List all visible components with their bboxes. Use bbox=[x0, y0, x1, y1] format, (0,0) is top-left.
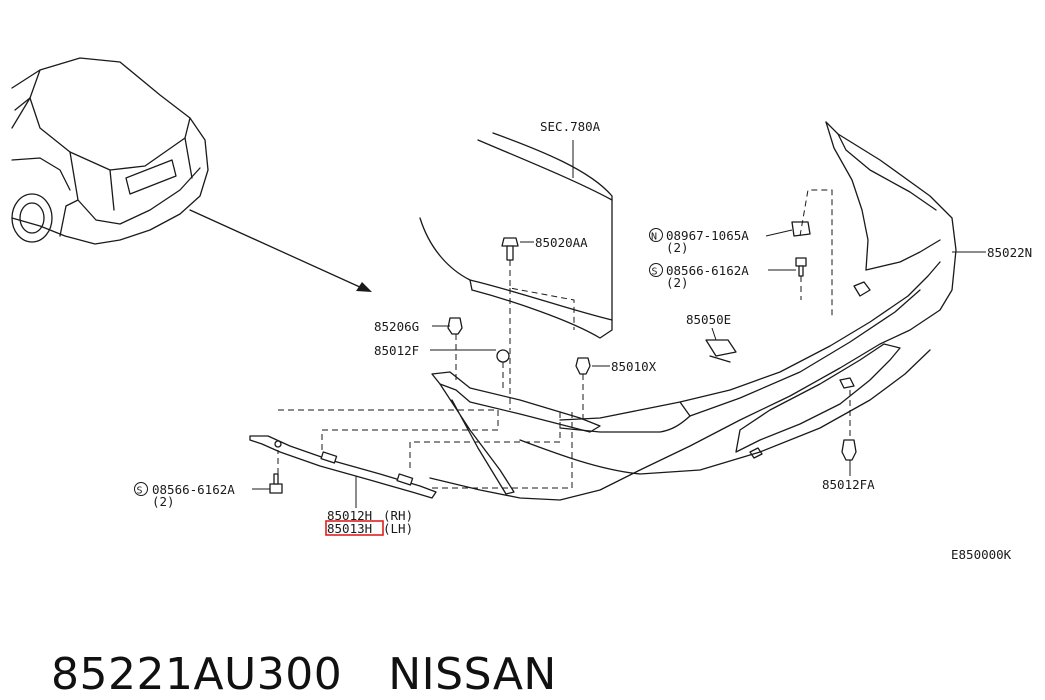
side-reinforcement bbox=[249, 435, 437, 499]
label-85050e: 85050E bbox=[686, 312, 731, 327]
car-thumbnail bbox=[11, 57, 209, 245]
s-prefix-circle-left bbox=[134, 482, 148, 496]
label-85206g: 85206G bbox=[374, 319, 419, 334]
label-08566-left-qty: (2) bbox=[152, 494, 175, 509]
n-prefix: N bbox=[651, 232, 657, 243]
label-85012h: 85012H bbox=[327, 508, 372, 523]
part-number: 85221AU300 bbox=[50, 649, 343, 700]
direction-arrow bbox=[189, 209, 372, 292]
mounting-bracket bbox=[431, 371, 601, 495]
alignment-lines bbox=[277, 189, 851, 489]
s-prefix-left: S bbox=[137, 486, 143, 497]
label-85020aa: 85020AA bbox=[535, 235, 588, 250]
label-85010x: 85010X bbox=[611, 359, 657, 374]
s-prefix-circle-top bbox=[649, 263, 663, 277]
s-prefix-top: S bbox=[652, 267, 658, 278]
label-08566-6162a-left: 08566-6162A bbox=[152, 482, 235, 497]
callout-labels: SEC.780A 85020AA 85022N N 08967-1065A (2… bbox=[134, 119, 1032, 562]
highlight-box bbox=[325, 520, 384, 536]
label-85013h-side: (LH) bbox=[383, 521, 413, 536]
fasteners bbox=[269, 221, 857, 494]
label-85012h-side: (RH) bbox=[383, 508, 413, 523]
rear-body-panel bbox=[419, 132, 613, 339]
n-prefix-circle bbox=[649, 228, 663, 242]
label-08566-top-qty: (2) bbox=[666, 275, 689, 290]
brand-name: NISSAN bbox=[388, 649, 557, 700]
label-08967-1065a: 08967-1065A bbox=[666, 228, 749, 243]
footer: 85221AU300 NISSAN bbox=[22, 598, 557, 700]
label-08967-qty: (2) bbox=[666, 240, 689, 255]
label-sec-780a: SEC.780A bbox=[540, 119, 601, 134]
diagram-code: E850000K bbox=[951, 547, 1012, 562]
label-08566-6162a-top: 08566-6162A bbox=[666, 263, 749, 278]
label-85012f: 85012F bbox=[374, 343, 419, 358]
leader-lines bbox=[252, 229, 986, 508]
label-85013h: 85013H bbox=[327, 521, 372, 536]
label-85022n: 85022N bbox=[987, 245, 1032, 260]
rear-bumper-fascia bbox=[429, 121, 957, 501]
label-85012fa: 85012FA bbox=[822, 477, 875, 492]
